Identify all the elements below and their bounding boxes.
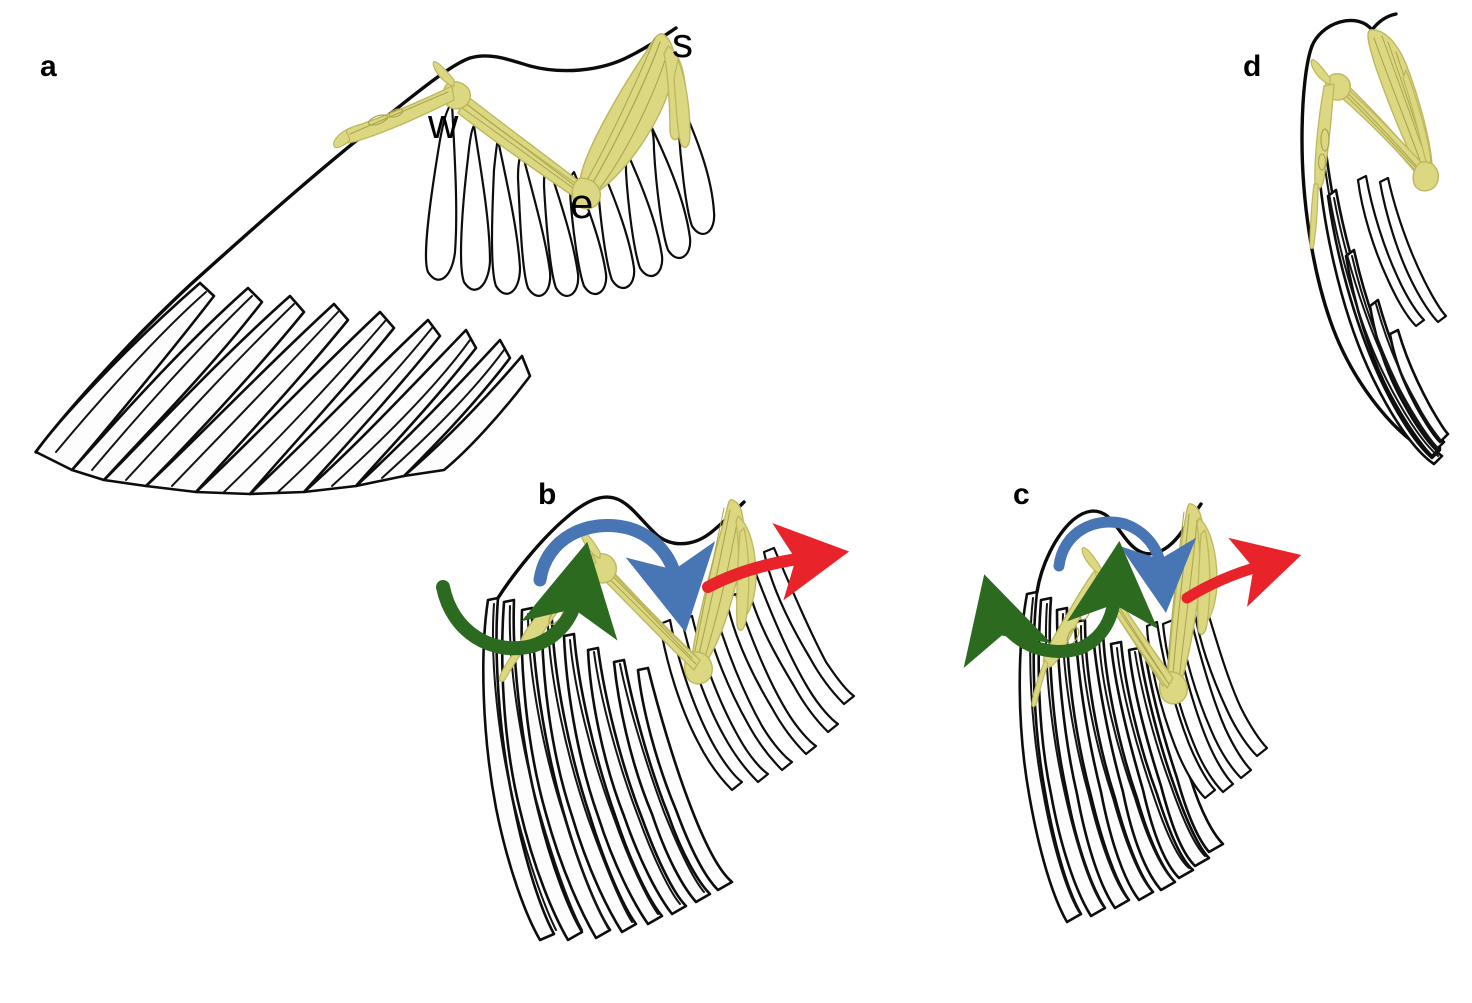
panel-c-illustration [963, 502, 1302, 924]
joint-label-elbow-a: e [570, 180, 594, 227]
panel-d: d [1230, 0, 1472, 480]
wing-leading-edge-b [496, 495, 746, 600]
arrow-wrist-rotation-c [963, 540, 1158, 669]
arrow-shoulder-translation-b [702, 523, 850, 601]
joint-label-shoulder-a: s [672, 19, 693, 66]
panel-a-illustration [34, 26, 716, 496]
arrow-elbow-rotation-c [1053, 516, 1197, 613]
panel-b-label: b [538, 478, 557, 511]
folded-primaries-d [1316, 150, 1450, 466]
wing-leading-edge-a [34, 26, 678, 454]
panel-c: c [945, 470, 1302, 1003]
joint-label-wrist-a: w [428, 100, 459, 147]
folded-secondaries-d [1356, 174, 1448, 328]
arrow-shoulder-translation-c [1181, 537, 1302, 607]
panel-a-label: a [40, 50, 57, 83]
arrow-wrist-rotation-b [436, 541, 618, 656]
wing-skeleton-d [1309, 29, 1440, 250]
wing-outline-d [1300, 12, 1430, 454]
panel-d-label: d [1243, 50, 1262, 83]
primary-feathers-a [34, 281, 532, 496]
panel-d-illustration [1300, 12, 1450, 466]
panel-c-label: c [1013, 478, 1030, 511]
panel-b-illustration [436, 495, 856, 942]
secondary-feathers-a [424, 94, 716, 297]
panel-a: a [0, 0, 740, 500]
panel-b: b [380, 470, 860, 1003]
primary-feathers-b [482, 596, 734, 942]
wing-skeleton-a [333, 32, 691, 210]
